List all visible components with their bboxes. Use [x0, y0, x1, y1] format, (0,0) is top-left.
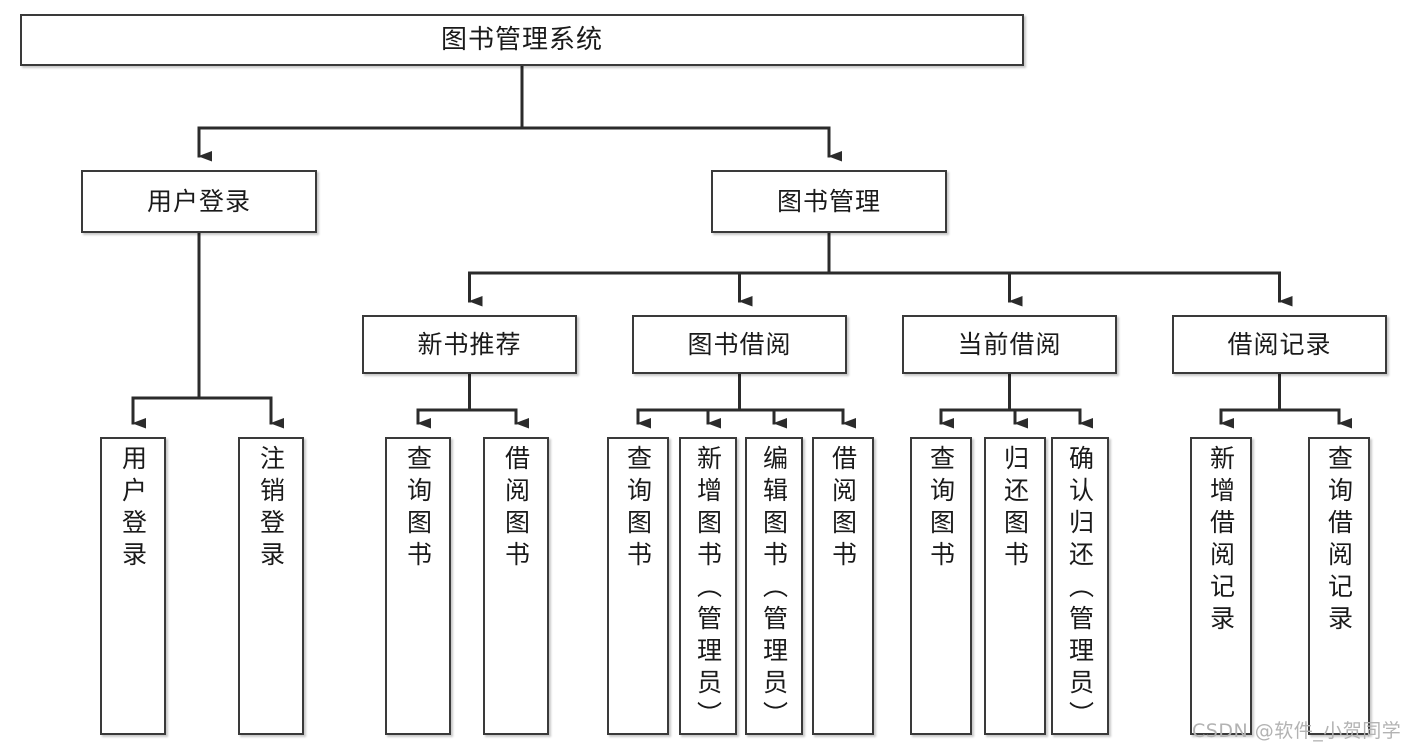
node-leaf-edit-book-admin[interactable]: 编辑图书（管理员） [745, 437, 803, 735]
node-user-login[interactable]: 用户登录 [81, 170, 317, 233]
node-leaf-user-login[interactable]: 用户登录 [100, 437, 166, 735]
node-label: 借阅记录 [1227, 329, 1332, 359]
node-label: 归还图书 [1000, 445, 1030, 573]
node-label: 新增借阅记录 [1206, 445, 1236, 637]
node-label: 编辑图书（管理员） [759, 445, 789, 733]
node-label: 借阅图书 [828, 445, 858, 573]
node-label: 图书管理 [776, 186, 881, 216]
node-leaf-add-borrow-record[interactable]: 新增借阅记录 [1190, 437, 1252, 735]
node-leaf-query-book-2[interactable]: 查询图书 [607, 437, 669, 735]
node-label: 查询图书 [926, 445, 956, 573]
node-label: 用户登录 [118, 445, 148, 573]
node-leaf-add-book-admin[interactable]: 新增图书（管理员） [679, 437, 737, 735]
node-new-book-recommend[interactable]: 新书推荐 [362, 315, 577, 374]
node-leaf-query-book-1[interactable]: 查询图书 [385, 437, 451, 735]
csdn-watermark: CSDN @软件_小贺同学 [1192, 720, 1402, 742]
node-leaf-user-logout[interactable]: 注销登录 [238, 437, 304, 735]
node-label: 图书借阅 [687, 329, 792, 359]
node-leaf-borrow-book-1[interactable]: 借阅图书 [483, 437, 549, 735]
node-label: 借阅图书 [501, 445, 531, 573]
node-label: 新书推荐 [417, 329, 522, 359]
node-leaf-confirm-return-admin[interactable]: 确认归还（管理员） [1051, 437, 1109, 735]
node-label: 新增图书（管理员） [693, 445, 723, 733]
node-root[interactable]: 图书管理系统 [20, 14, 1024, 66]
node-label: 查询借阅记录 [1324, 445, 1354, 637]
node-label: 当前借阅 [957, 329, 1062, 359]
node-label: 注销登录 [256, 445, 286, 573]
node-leaf-return-book[interactable]: 归还图书 [984, 437, 1046, 735]
node-label: 图书管理系统 [440, 24, 603, 55]
node-leaf-query-borrow-record[interactable]: 查询借阅记录 [1308, 437, 1370, 735]
node-leaf-borrow-book-2[interactable]: 借阅图书 [812, 437, 874, 735]
node-leaf-query-book-3[interactable]: 查询图书 [910, 437, 972, 735]
node-book-manage[interactable]: 图书管理 [711, 170, 947, 233]
node-label: 查询图书 [403, 445, 433, 573]
node-label: 确认归还（管理员） [1065, 445, 1095, 733]
node-current-borrow[interactable]: 当前借阅 [902, 315, 1117, 374]
node-label: 查询图书 [623, 445, 653, 573]
node-borrow-record[interactable]: 借阅记录 [1172, 315, 1387, 374]
node-book-borrow[interactable]: 图书借阅 [632, 315, 847, 374]
node-label: 用户登录 [146, 186, 251, 216]
